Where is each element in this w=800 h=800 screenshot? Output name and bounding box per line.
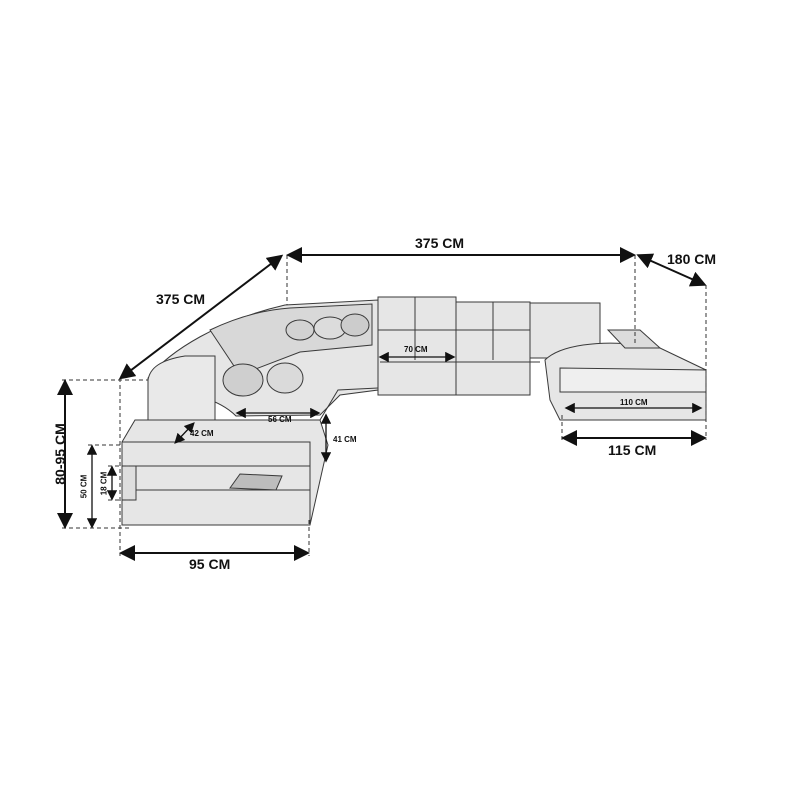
armrest-width-label: 42 CM: [190, 429, 214, 438]
left-depth-arrow: [118, 254, 284, 380]
chaise-inner-label: 110 CM: [620, 398, 648, 407]
right-depth-label: 180 CM: [667, 251, 717, 267]
seat-height-label: 50 CM: [79, 474, 89, 499]
height-label: 80-95 CM: [52, 423, 68, 485]
armrest-width-arrow: [174, 422, 195, 444]
left-width-label: 95 CM: [189, 556, 231, 572]
base-height-label: 18 CM: [99, 471, 109, 496]
right-depth-arrow: [636, 253, 707, 287]
chaise-width-label: 115 CM: [608, 442, 657, 458]
sofa-sketch: [121, 296, 707, 526]
armrest-height-label: 41 CM: [333, 435, 357, 444]
total-width-label: 375 CM: [415, 235, 465, 251]
seat-depth-label: 56 CM: [268, 415, 292, 424]
left-depth-label: 375 CM: [156, 291, 206, 307]
back-cushion-label: 70 CM: [404, 345, 428, 354]
